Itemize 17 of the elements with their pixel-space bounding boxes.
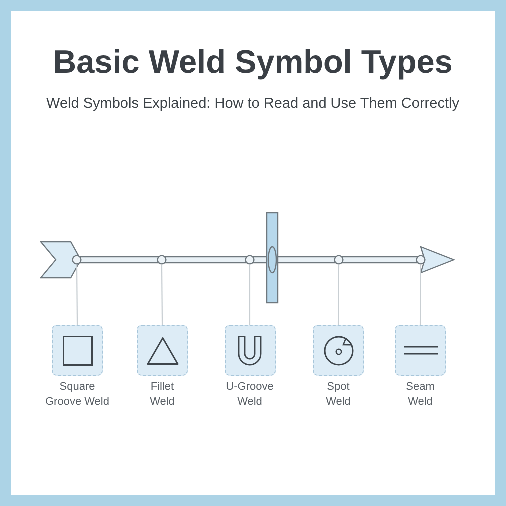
leader-line bbox=[161, 265, 164, 325]
weld-name: Spot Weld bbox=[325, 380, 352, 410]
dot-icon bbox=[157, 255, 167, 265]
dot-icon bbox=[334, 255, 344, 265]
weld-name: Fillet Weld bbox=[149, 380, 176, 410]
leader-line bbox=[420, 265, 422, 325]
weld-name: Seam Weld bbox=[405, 380, 436, 410]
leader-line bbox=[249, 265, 251, 325]
weld-name: Square Groove Weld bbox=[44, 380, 110, 410]
dot-icon bbox=[245, 255, 255, 265]
leader-line bbox=[76, 265, 78, 325]
leader-line bbox=[338, 265, 340, 325]
weld-name: U-Groove Weld bbox=[225, 380, 275, 410]
subtitle: Weld Symbols Explained: How to Read and Use Them Correctly bbox=[46, 95, 460, 113]
dot-icon bbox=[416, 255, 426, 265]
title: Basic Weld Symbol Types bbox=[53, 43, 453, 81]
dot-icon bbox=[72, 255, 82, 265]
